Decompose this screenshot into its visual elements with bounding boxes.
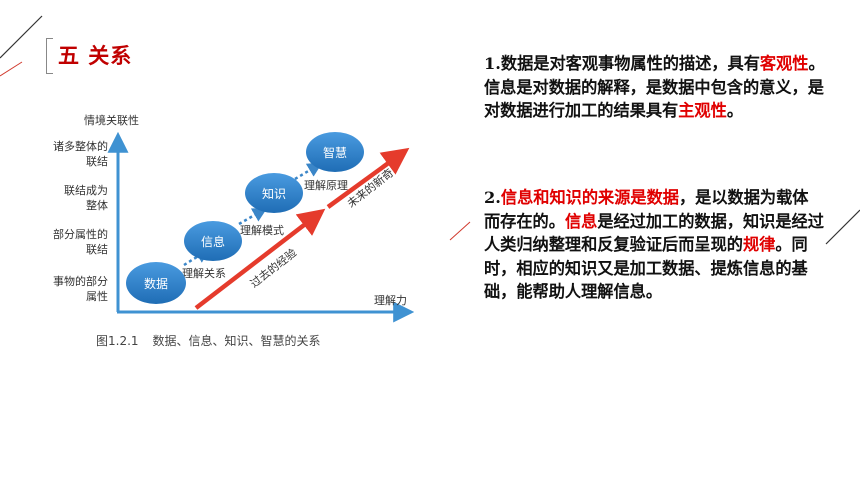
para1-text-1: 1.数据是对客观事物属性的描述，具有 [484, 54, 760, 73]
deco-line-right-dark [825, 209, 860, 245]
y-level-2-line1: 联结成为 [64, 184, 108, 197]
y-level-1-line2: 联结 [86, 155, 108, 168]
para2-text-2: ，是以数据为载体而存在的。 [484, 188, 809, 231]
deco-line-top-red [0, 61, 23, 77]
para1-text-2: 。信息是对数据的解释，是数据中包含的意义，是对数据进行加工的结果具有 [484, 54, 825, 120]
paragraph-knowledge-source: 2.信息和知识的来源是数据，是以数据为载体而存在的。信息是经过加工的数据，知识是… [484, 186, 824, 304]
para2-text-3: 是经过加工的数据，知识是经过人类归纳整理和反复验证后而呈现的 [484, 211, 824, 255]
y-level-3-line1: 部分属性的 [53, 227, 108, 241]
deco-line-top-dark [0, 15, 43, 59]
transition-understand-principles: 理解原理 [304, 178, 348, 192]
node-knowledge: 知识 [245, 173, 303, 213]
title-bracket [46, 38, 53, 74]
dikw-diagram: 情境关联性 理解力 诸多整体的 联结 联结成为 整体 部分属性的 联结 事物的部… [53, 113, 415, 323]
para2-text-4: 。同时，相应的知识又是加工数据、提炼信息的基础，能帮助人理解信息。 [484, 235, 808, 301]
y-level-4-line1: 事物的部分 [53, 274, 108, 288]
node-information: 信息 [184, 221, 242, 261]
para2-highlight-source: 信息和知识的来源是数据 [500, 188, 679, 207]
y-level-1-line1: 诸多整体的 [53, 139, 108, 153]
para2-highlight-information: 信息 [564, 211, 598, 231]
paragraph-data-description: 1.数据是对客观事物属性的描述，具有客观性。信息是对数据的解释，是数据中包含的意… [484, 52, 832, 123]
node-wisdom: 智慧 [306, 132, 364, 172]
caption-number: 图1.2.1 [96, 334, 139, 348]
past-experience-arrow [194, 208, 326, 310]
section-title: 五 关系 [58, 43, 133, 68]
connector-data-info [183, 248, 211, 267]
node-information-label: 信息 [201, 234, 225, 249]
para1-text-3: 。 [726, 101, 743, 120]
para1-highlight-objectivity: 客观性 [759, 54, 809, 73]
y-axis-label: 情境关联性 [84, 113, 139, 127]
x-axis-label: 理解力 [374, 293, 407, 307]
deco-line-mid-red [449, 221, 471, 241]
para2-highlight-law: 规律 [743, 235, 776, 254]
para2-text-1: 2. [484, 188, 501, 207]
y-level-3-line2: 联结 [86, 243, 108, 256]
caption-text: 数据、信息、知识、智慧的关系 [152, 334, 321, 348]
node-knowledge-label: 知识 [262, 187, 286, 201]
future-novelty-arrow [326, 147, 410, 209]
figure-caption: 图1.2.1 数据、信息、知识、智慧的关系 [96, 332, 321, 349]
transition-understand-patterns: 理解模式 [240, 223, 284, 237]
para1-highlight-subjectivity: 主观性 [678, 101, 727, 120]
connector-info-knowledge [238, 207, 268, 226]
node-wisdom-label: 智慧 [323, 145, 347, 160]
y-level-2-line2: 整体 [86, 198, 108, 212]
y-level-4-line2: 属性 [86, 289, 108, 303]
past-experience-label: 过去的经验 [247, 245, 299, 290]
transition-understand-relations: 理解关系 [182, 266, 226, 280]
node-data: 数据 [126, 262, 186, 304]
node-data-label: 数据 [144, 276, 168, 291]
